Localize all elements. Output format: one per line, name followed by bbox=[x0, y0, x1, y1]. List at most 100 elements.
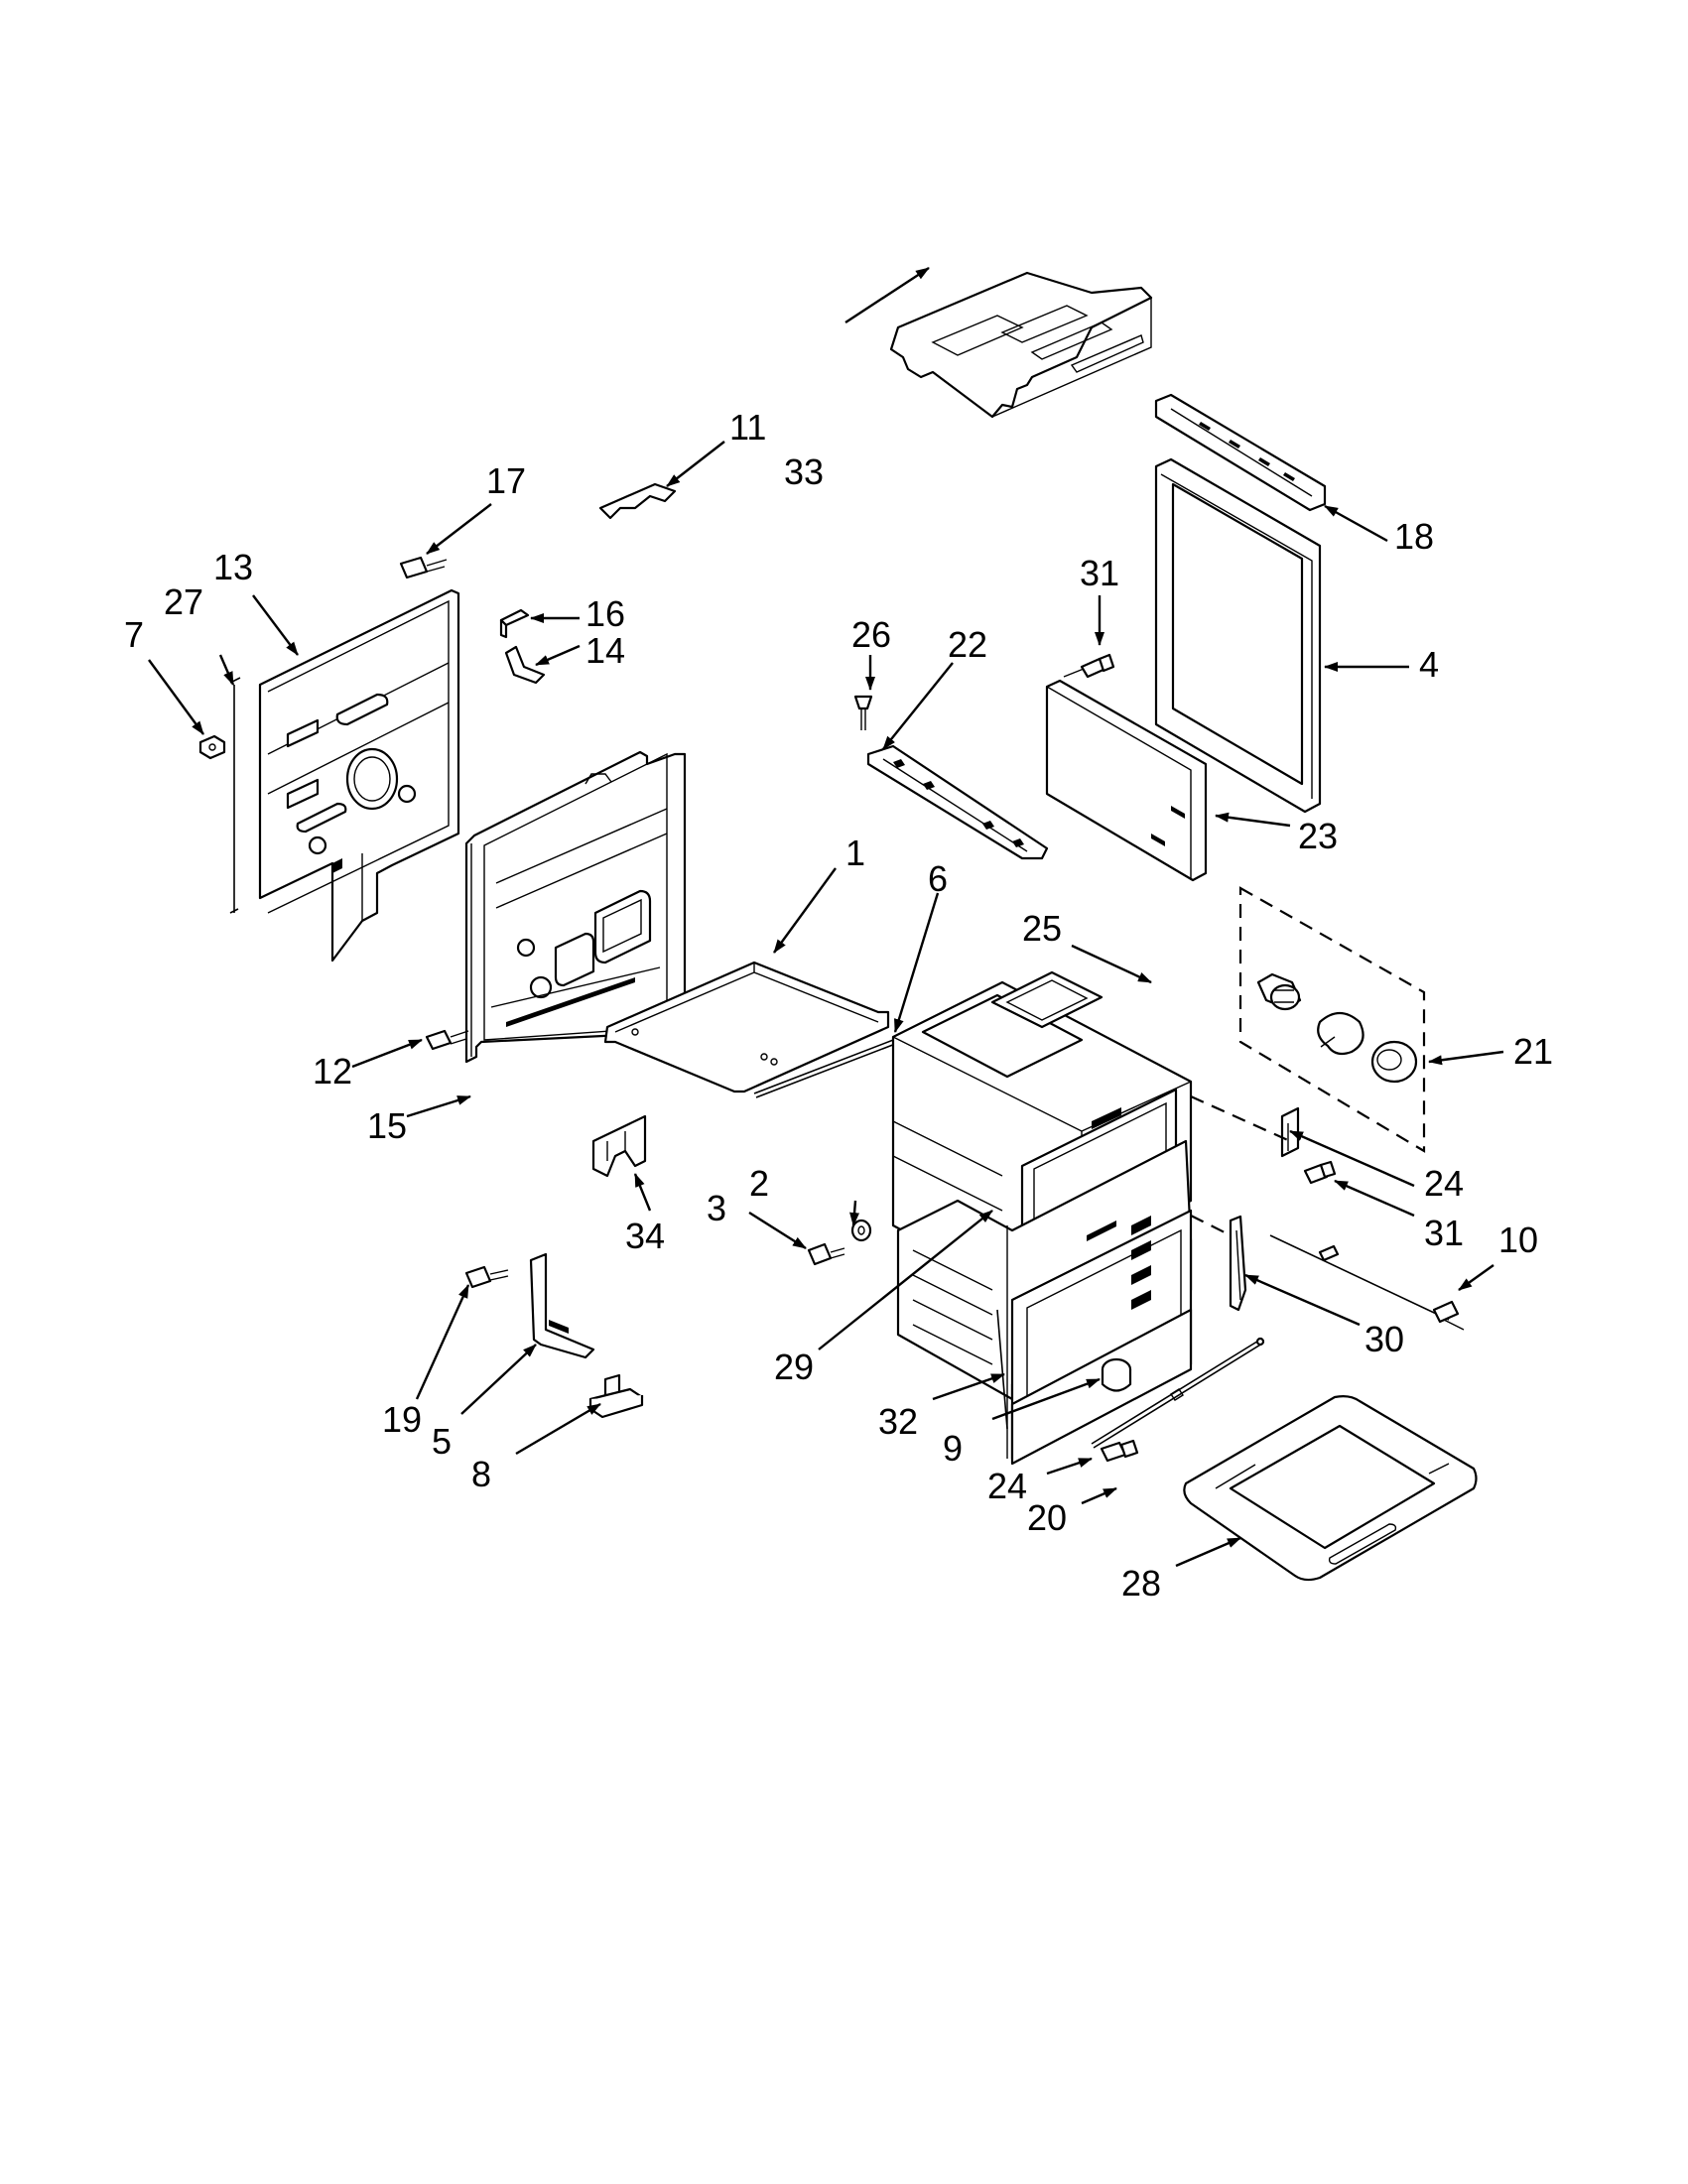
leader-1 bbox=[773, 867, 837, 954]
part-screw-17 bbox=[399, 556, 448, 579]
callout-28: 28 bbox=[1121, 1563, 1161, 1604]
callout-24-top: 24 bbox=[1424, 1163, 1464, 1204]
callout-15: 15 bbox=[367, 1105, 407, 1146]
leader-33 bbox=[844, 266, 930, 324]
part-top-trim bbox=[1154, 393, 1327, 512]
part-knob-9 bbox=[1101, 1357, 1132, 1392]
part-washer-2 bbox=[850, 1219, 872, 1242]
part-door-frame bbox=[1154, 457, 1322, 814]
leader-12 bbox=[351, 1038, 423, 1069]
leader-13 bbox=[252, 594, 299, 656]
part-screw-12 bbox=[425, 1029, 469, 1051]
part-bracket-14 bbox=[504, 645, 546, 685]
callout-27: 27 bbox=[164, 581, 203, 622]
part-light-assembly bbox=[1238, 886, 1426, 1153]
callout-2: 2 bbox=[749, 1163, 769, 1204]
callout-23: 23 bbox=[1298, 816, 1338, 856]
part-broil-tray-28 bbox=[1183, 1395, 1478, 1582]
callout-7: 7 bbox=[124, 614, 144, 655]
leader-25 bbox=[1071, 944, 1152, 984]
callout-31-lower: 31 bbox=[1424, 1213, 1464, 1253]
leader-2 bbox=[849, 1200, 860, 1226]
callout-9: 9 bbox=[943, 1428, 963, 1469]
callout-20: 20 bbox=[1027, 1497, 1067, 1538]
part-rod-32 bbox=[996, 1309, 1008, 1430]
callout-4: 4 bbox=[1419, 644, 1439, 685]
leader-20 bbox=[1081, 1486, 1117, 1505]
part-bracket-22 bbox=[866, 744, 1049, 860]
leader-lines bbox=[148, 266, 1504, 1568]
leader-3 bbox=[748, 1211, 807, 1250]
leader-10 bbox=[1458, 1264, 1494, 1291]
callout-21: 21 bbox=[1513, 1031, 1553, 1072]
callout-10: 10 bbox=[1498, 1220, 1538, 1260]
leader-18 bbox=[1324, 504, 1388, 543]
leader-14 bbox=[535, 644, 581, 667]
part-wire-24 bbox=[1091, 1337, 1265, 1449]
leader-29 bbox=[818, 1210, 993, 1350]
leader-31-lower bbox=[1334, 1179, 1415, 1218]
callout-5: 5 bbox=[432, 1421, 452, 1462]
part-screw-19 bbox=[464, 1265, 509, 1289]
part-oven-cavity bbox=[891, 970, 1193, 1466]
assembly-guide-line-upper bbox=[1190, 1094, 1291, 1143]
callout-labels: 33 11 17 18 13 27 7 16 14 31 4 26 22 23 … bbox=[124, 407, 1553, 1604]
callout-12: 12 bbox=[313, 1051, 352, 1092]
part-door-hinge-30 bbox=[1229, 1215, 1247, 1312]
leader-11 bbox=[666, 441, 725, 487]
callout-17: 17 bbox=[486, 460, 526, 501]
callout-31-top: 31 bbox=[1080, 553, 1119, 593]
part-bracket-11 bbox=[598, 482, 677, 520]
part-shelf-pan bbox=[603, 961, 890, 1093]
callout-33: 33 bbox=[784, 451, 824, 492]
leader-28 bbox=[1175, 1536, 1241, 1568]
callout-34: 34 bbox=[625, 1216, 665, 1256]
callout-8: 8 bbox=[471, 1454, 491, 1494]
leader-34 bbox=[633, 1173, 652, 1212]
callout-30: 30 bbox=[1364, 1319, 1404, 1359]
leader-30 bbox=[1244, 1273, 1361, 1327]
leader-6 bbox=[893, 892, 940, 1033]
part-top-panel bbox=[889, 271, 1153, 419]
leader-9 bbox=[991, 1377, 1101, 1421]
leader-22 bbox=[882, 662, 954, 750]
part-leg-bracket-5 bbox=[529, 1252, 595, 1359]
leader-5 bbox=[460, 1344, 537, 1415]
part-screw-26 bbox=[853, 695, 873, 730]
callout-1: 1 bbox=[845, 833, 865, 873]
callout-32: 32 bbox=[878, 1401, 918, 1442]
callout-18: 18 bbox=[1394, 516, 1434, 557]
leader-24-top bbox=[1289, 1129, 1415, 1188]
part-bracket-34 bbox=[591, 1114, 647, 1178]
leader-19 bbox=[415, 1284, 470, 1400]
leader-23 bbox=[1215, 812, 1291, 828]
part-nut-7 bbox=[198, 734, 226, 760]
leader-27 bbox=[218, 654, 235, 686]
callout-16: 16 bbox=[585, 593, 625, 634]
part-screw-3 bbox=[807, 1242, 845, 1266]
callout-22: 22 bbox=[948, 624, 987, 665]
part-screw-20 bbox=[1100, 1439, 1139, 1463]
part-screw-31-top bbox=[1063, 653, 1115, 679]
part-rear-panel bbox=[258, 588, 460, 963]
part-front-panel bbox=[1045, 679, 1208, 882]
leader-32 bbox=[932, 1372, 1005, 1401]
part-clip-16 bbox=[499, 608, 530, 639]
leader-17 bbox=[426, 503, 492, 555]
callout-26: 26 bbox=[851, 614, 891, 655]
leader-7 bbox=[148, 659, 204, 735]
part-rod-27 bbox=[229, 677, 241, 914]
leader-15 bbox=[406, 1094, 471, 1118]
callout-13: 13 bbox=[213, 547, 253, 587]
callout-19: 19 bbox=[382, 1399, 422, 1440]
callout-6: 6 bbox=[928, 858, 948, 899]
callout-3: 3 bbox=[707, 1188, 726, 1228]
part-leveling-foot-8 bbox=[588, 1373, 644, 1419]
callout-11: 11 bbox=[729, 407, 766, 448]
part-sensor-probe-10 bbox=[1269, 1234, 1465, 1331]
callout-14: 14 bbox=[585, 630, 625, 671]
leader-24-bottom bbox=[1046, 1457, 1093, 1476]
part-screw-31-lower bbox=[1303, 1160, 1337, 1185]
